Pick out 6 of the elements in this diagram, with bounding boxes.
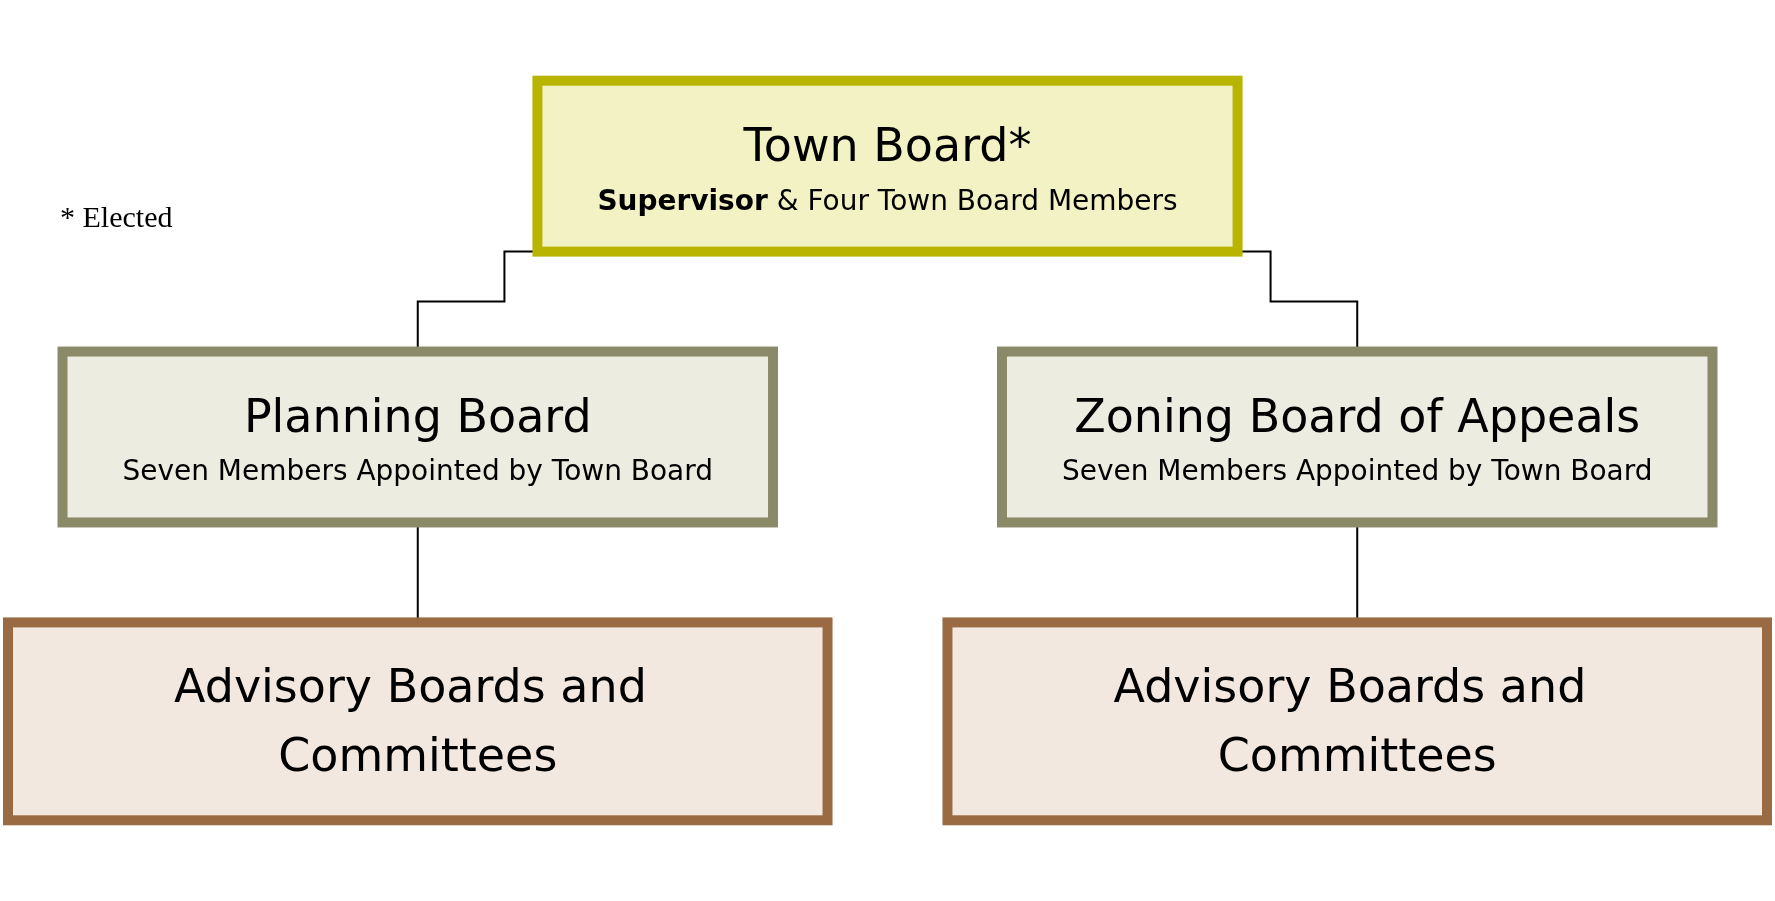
node-box: Zoning Board of Appeals Seven Members Appointed by Town Board xyxy=(997,346,1718,528)
node-box: Town Board* Supervisor & Four Town Board Members xyxy=(532,75,1243,257)
node-box: Advisory Boards and Committees xyxy=(942,617,1772,826)
node-box: Advisory Boards and Committees xyxy=(3,617,833,826)
note-text: * Elected xyxy=(60,200,173,234)
node-box: Planning Board Seven Members Appointed by Town Board xyxy=(57,346,778,528)
